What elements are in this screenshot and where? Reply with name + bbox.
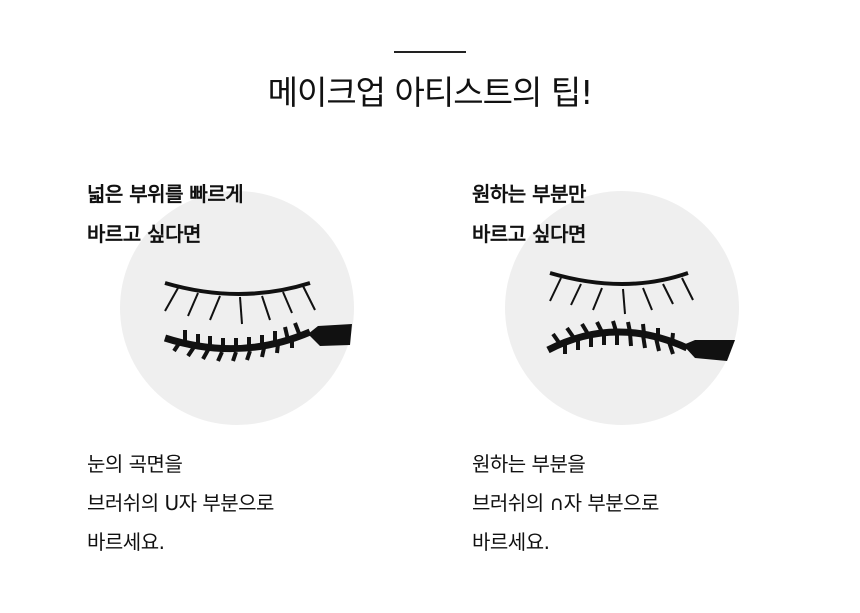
heading-line: 바르고 싶다면 bbox=[472, 222, 586, 246]
tip-heading: 넓은 부위를 빠르게 바르고 싶다면 bbox=[87, 174, 387, 254]
description-line: 바르세요. bbox=[472, 530, 550, 554]
heading-line: 바르고 싶다면 bbox=[87, 222, 201, 246]
tip-description: 원하는 부분을 브러쉬의 ∩자 부분으로 바르세요. bbox=[472, 445, 772, 562]
tip-description: 눈의 곡면을 브러쉬의 U자 부분으로 바르세요. bbox=[87, 445, 387, 562]
description-line: 브러쉬의 ∩자 부분으로 bbox=[472, 491, 659, 515]
title-divider bbox=[394, 51, 466, 53]
heading-line: 넓은 부위를 빠르게 bbox=[87, 182, 244, 206]
tip-heading: 원하는 부분만 바르고 싶다면 bbox=[472, 174, 772, 254]
page-title: 메이크업 아티스트의 팁! bbox=[267, 73, 594, 112]
mascara-n-curve-icon bbox=[546, 271, 735, 361]
description-line: 눈의 곡면을 bbox=[87, 452, 183, 476]
description-line: 원하는 부분을 bbox=[472, 452, 586, 476]
tip-illustration-bg bbox=[505, 191, 739, 425]
mascara-u-curve-icon bbox=[163, 281, 352, 362]
description-line: 브러쉬의 U자 부분으로 bbox=[87, 491, 274, 515]
heading-line: 원하는 부분만 bbox=[472, 182, 586, 206]
description-line: 바르세요. bbox=[87, 530, 165, 554]
